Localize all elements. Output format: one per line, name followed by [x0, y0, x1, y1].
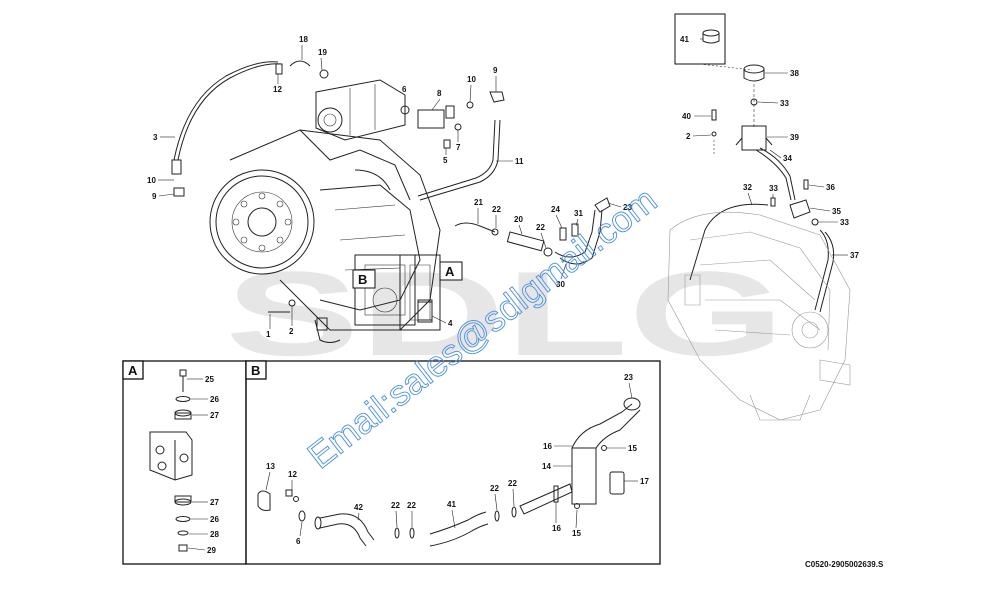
svg-text:37: 37 — [850, 251, 859, 260]
main-labels: 18 19 12 3 10 9 6 8 10 9 7 5 11 21 22 20… — [147, 35, 632, 339]
svg-text:13: 13 — [266, 462, 275, 471]
svg-text:36: 36 — [826, 183, 835, 192]
svg-text:25: 25 — [205, 375, 214, 384]
hose-3 — [177, 63, 283, 161]
svg-text:41: 41 — [680, 35, 689, 44]
svg-text:22: 22 — [407, 501, 416, 510]
svg-text:34: 34 — [783, 154, 792, 163]
detail-b-labels: 23 16 15 14 17 13 12 6 42 22 22 41 22 22… — [265, 373, 649, 546]
drawing-code: C0520-2905002639.S — [805, 560, 884, 569]
svg-text:27: 27 — [210, 411, 219, 420]
svg-text:22: 22 — [492, 205, 501, 214]
svg-text:33: 33 — [769, 184, 778, 193]
svg-text:31: 31 — [574, 209, 583, 218]
right-labels: 41 38 33 40 2 39 34 32 33 36 35 33 37 — [680, 35, 859, 260]
svg-text:5: 5 — [443, 156, 448, 165]
svg-text:30: 30 — [556, 280, 565, 289]
svg-text:20: 20 — [514, 215, 523, 224]
svg-text:B: B — [251, 363, 260, 378]
svg-text:A: A — [128, 363, 138, 378]
svg-text:12: 12 — [273, 85, 282, 94]
detail-a: A — [122, 360, 247, 565]
svg-text:16: 16 — [543, 442, 552, 451]
svg-text:29: 29 — [207, 546, 216, 555]
svg-text:14: 14 — [542, 462, 551, 471]
logo-watermark: SDLG — [225, 247, 785, 381]
svg-text:8: 8 — [437, 89, 442, 98]
svg-text:10: 10 — [147, 176, 156, 185]
svg-text:18: 18 — [299, 35, 308, 44]
svg-text:4: 4 — [448, 319, 453, 328]
svg-text:6: 6 — [402, 85, 407, 94]
svg-text:42: 42 — [354, 503, 363, 512]
svg-text:7: 7 — [456, 143, 461, 152]
svg-text:21: 21 — [474, 198, 483, 207]
svg-text:23: 23 — [623, 203, 632, 212]
svg-text:16: 16 — [552, 524, 561, 533]
svg-text:33: 33 — [840, 218, 849, 227]
svg-text:26: 26 — [210, 515, 219, 524]
callout-a-main: A — [439, 261, 463, 281]
svg-text:24: 24 — [551, 205, 560, 214]
callout-b-main: B — [352, 269, 376, 289]
svg-text:35: 35 — [832, 207, 841, 216]
svg-text:10: 10 — [467, 75, 476, 84]
svg-text:12: 12 — [288, 470, 297, 479]
svg-text:28: 28 — [210, 530, 219, 539]
svg-text:26: 26 — [210, 395, 219, 404]
svg-text:6: 6 — [296, 537, 301, 546]
svg-text:22: 22 — [536, 223, 545, 232]
svg-text:9: 9 — [152, 192, 157, 201]
svg-text:41: 41 — [447, 500, 456, 509]
svg-text:9: 9 — [493, 66, 498, 75]
detail-b: B — [245, 360, 661, 565]
svg-text:22: 22 — [508, 479, 517, 488]
svg-text:40: 40 — [682, 112, 691, 121]
svg-text:23: 23 — [624, 373, 633, 382]
svg-text:B: B — [358, 272, 367, 287]
svg-text:22: 22 — [391, 501, 400, 510]
transmission-assembly — [209, 79, 441, 343]
svg-text:3: 3 — [153, 133, 158, 142]
svg-text:22: 22 — [490, 484, 499, 493]
svg-text:15: 15 — [572, 529, 581, 538]
svg-text:15: 15 — [628, 444, 637, 453]
svg-text:38: 38 — [790, 69, 799, 78]
svg-text:A: A — [445, 264, 455, 279]
detail-a-labels: 25 26 27 27 26 28 29 — [187, 375, 219, 555]
svg-text:1: 1 — [266, 330, 271, 339]
svg-text:27: 27 — [210, 498, 219, 507]
svg-text:19: 19 — [318, 48, 327, 57]
svg-text:33: 33 — [780, 99, 789, 108]
right-assembly — [667, 13, 851, 421]
svg-text:32: 32 — [743, 183, 752, 192]
svg-text:2: 2 — [686, 132, 691, 141]
svg-text:39: 39 — [790, 133, 799, 142]
svg-text:17: 17 — [640, 477, 649, 486]
svg-text:2: 2 — [289, 327, 294, 336]
svg-text:11: 11 — [515, 157, 524, 166]
